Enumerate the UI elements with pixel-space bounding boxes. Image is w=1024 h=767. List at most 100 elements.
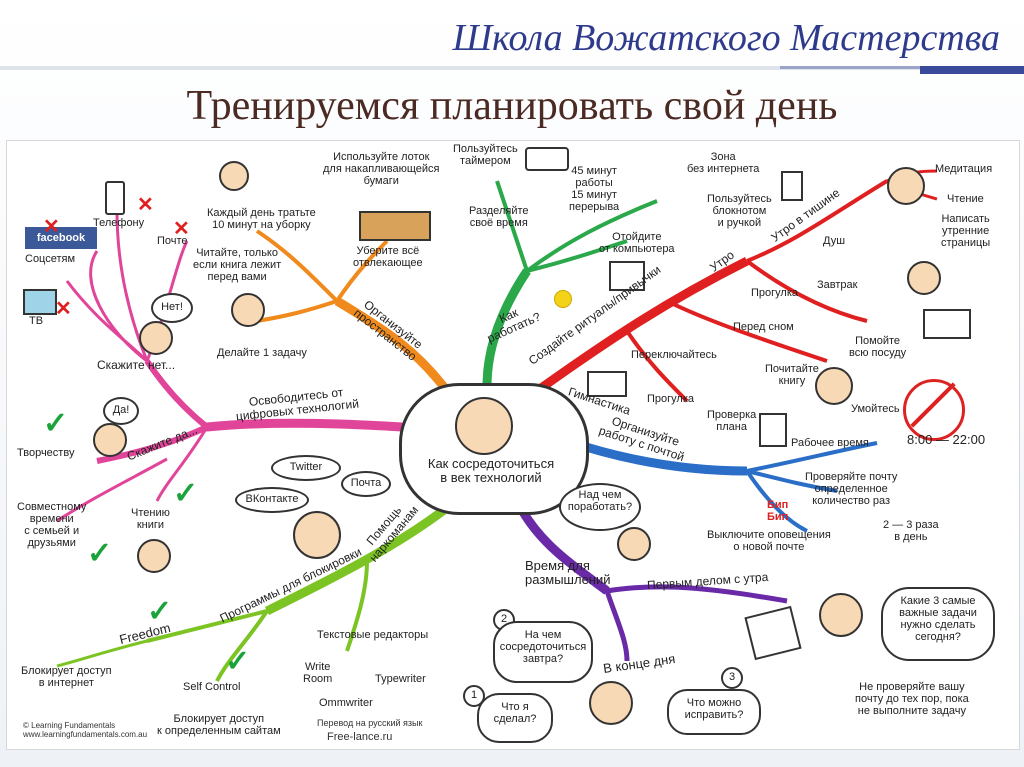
center-topic: Как сосредоточиться в век технологий (427, 456, 555, 485)
addict-writeroom: Write Room (303, 661, 333, 685)
mind-map: Как сосредоточиться в век технологий fac… (6, 140, 1020, 750)
say-no-branch: Скажите нет... (97, 358, 176, 372)
email-times: 2 — 3 раза в день (883, 519, 939, 543)
yes-bubble: Да! (103, 397, 139, 425)
ritual-dishes: Помойте всю посуду (849, 335, 907, 359)
email-notify: Выключите оповещения о новой почте (707, 529, 831, 553)
person-icon (139, 321, 173, 355)
work-cycle: 45 минут работы 15 минут перерыва (569, 165, 620, 213)
ritual-pages: Написать утренние страницы (941, 213, 991, 249)
desk-icon (359, 211, 431, 241)
ritual-plan-check: Проверка плана (707, 409, 757, 433)
number-3-badge: 3 (721, 667, 743, 689)
stressed-person-icon (293, 511, 341, 559)
addict-editors: Текстовые редакторы (317, 629, 429, 641)
ritual-meditation: Медитация (935, 163, 993, 175)
meditating-person-icon (887, 167, 925, 205)
think-bubble: Над чем поработать? (559, 483, 641, 531)
ritual-breakfast: Завтрак (817, 279, 858, 291)
say-yes-reading: Чтению книги (131, 507, 170, 531)
ritual-wash: Умойтесь (851, 403, 900, 415)
clock-icon (903, 379, 965, 441)
say-yes-creativity: Творчеству (17, 447, 75, 459)
addict-freedom-desc: Блокирует доступ в интернет (21, 665, 112, 689)
tomorrow-bubble: На чем сосредоточиться завтра? (493, 621, 593, 683)
ritual-reading: Чтение (947, 193, 984, 205)
credit-translation: Перевод на русский язык (317, 718, 423, 728)
cleaning-person-icon (219, 161, 249, 191)
twitter-bubble: Twitter (271, 455, 341, 481)
facebook-logo: facebook (25, 227, 97, 249)
email-bip: Бип Бип (767, 499, 789, 523)
no-bubble: Нет! (151, 293, 193, 323)
header-accent-line (780, 66, 920, 69)
work-notebook: Пользуйтесь блокнотом и ручкой (707, 193, 772, 229)
reading-person-icon (137, 539, 171, 573)
school-title: Школа Вожатского Мастерства (452, 17, 1000, 59)
check-icon: ✓ (147, 595, 173, 628)
laptop-icon (609, 261, 645, 291)
work-split: Разделяйте своё время (469, 205, 529, 229)
end-dont-check: Не проверяйте вашу почту до тех пор, пок… (855, 681, 969, 717)
did-bubble: Что я сделал? (477, 693, 553, 743)
say-no-social: Соцсетям (25, 253, 76, 265)
space-read-front: Читайте, только если книга лежит перед в… (193, 247, 282, 283)
ritual-walk: Прогулка (751, 287, 799, 299)
sink-icon (923, 309, 971, 339)
work-no-internet: Зона без интернета (687, 151, 760, 175)
washing-person-icon (815, 367, 853, 405)
check-icon: ✓ (173, 477, 199, 510)
addict-selfcontrol: Self Control (183, 681, 241, 693)
work-timer: Пользуйтесь таймером (453, 143, 518, 167)
addict-selfcontrol-desc: Блокирует доступ к определенным сайтам (157, 713, 281, 737)
space-one-task: Делайте 1 задачу (217, 347, 307, 359)
mind-map-branches (56, 169, 938, 682)
cross-icon: ✕ (173, 218, 190, 240)
say-no-tv: ТВ (29, 315, 44, 327)
top3-bubble: Какие 3 самые важные задачи нужно сделат… (881, 587, 995, 661)
phone-icon (105, 181, 125, 215)
space-remove: Уберите всё отвлекающее (353, 245, 423, 269)
notebook-icon (781, 171, 803, 201)
mail-bubble: Почта (341, 471, 391, 497)
person-icon (93, 423, 127, 457)
page-title: Тренируемся планировать свой день (186, 83, 838, 129)
email-check-count: Проверяйте почту определенное количество… (805, 471, 898, 507)
header-divider (0, 66, 1024, 70)
check-icon: ✓ (87, 537, 113, 570)
space-trays: Используйте лоток для накапливающейся бу… (323, 151, 440, 187)
vk-bubble: ВКонтакте (235, 487, 309, 513)
reading-girl-icon (231, 293, 265, 327)
cross-icon: ✕ (55, 298, 72, 320)
check-icon: ✓ (225, 645, 251, 678)
addict-ommwriter: Ommwriter (319, 697, 373, 709)
number-1-badge: 1 (463, 685, 485, 707)
work-away: Отойдите от компьютера (599, 231, 675, 255)
say-yes-family: Совместному времени с семьей и друзьями (17, 501, 87, 549)
ritual-shower: Душ (823, 235, 846, 247)
email-hours: 8:00 — 22:00 (907, 432, 986, 447)
planning-person-icon (819, 593, 863, 637)
fix-bubble: Что можно исправить? (667, 689, 761, 735)
addict-typewriter: Typewriter (375, 673, 426, 685)
space-cleanup: Каждый день тратьте 10 минут на уборку (207, 207, 316, 231)
tv-icon (23, 289, 57, 315)
gym-icon (587, 371, 627, 397)
timer-icon (525, 147, 569, 171)
thinking-person-icon (617, 527, 651, 561)
cross-icon: ✕ (43, 216, 60, 238)
ritual-before-sleep: Перед сном (733, 321, 794, 333)
ritual-read-book: Почитайте книгу (765, 363, 819, 387)
thinking-time-branch: Время для размышлений (525, 558, 611, 587)
check-icon: ✓ (43, 407, 69, 440)
email-work-time: Рабочее время (791, 437, 869, 449)
worried-person-icon (455, 397, 513, 455)
ritual-walk-2: Прогулка (647, 393, 695, 405)
say-no-mail: Почте (157, 235, 188, 247)
cross-icon: ✕ (137, 194, 154, 216)
say-no-phone: Телефону (93, 217, 145, 229)
sun-icon (554, 290, 572, 308)
ritual-switch: Переключайтесь (631, 349, 717, 361)
credit-learning-fundamentals: © Learning Fundamentals www.learningfund… (23, 721, 148, 739)
shower-person-icon (907, 261, 941, 295)
